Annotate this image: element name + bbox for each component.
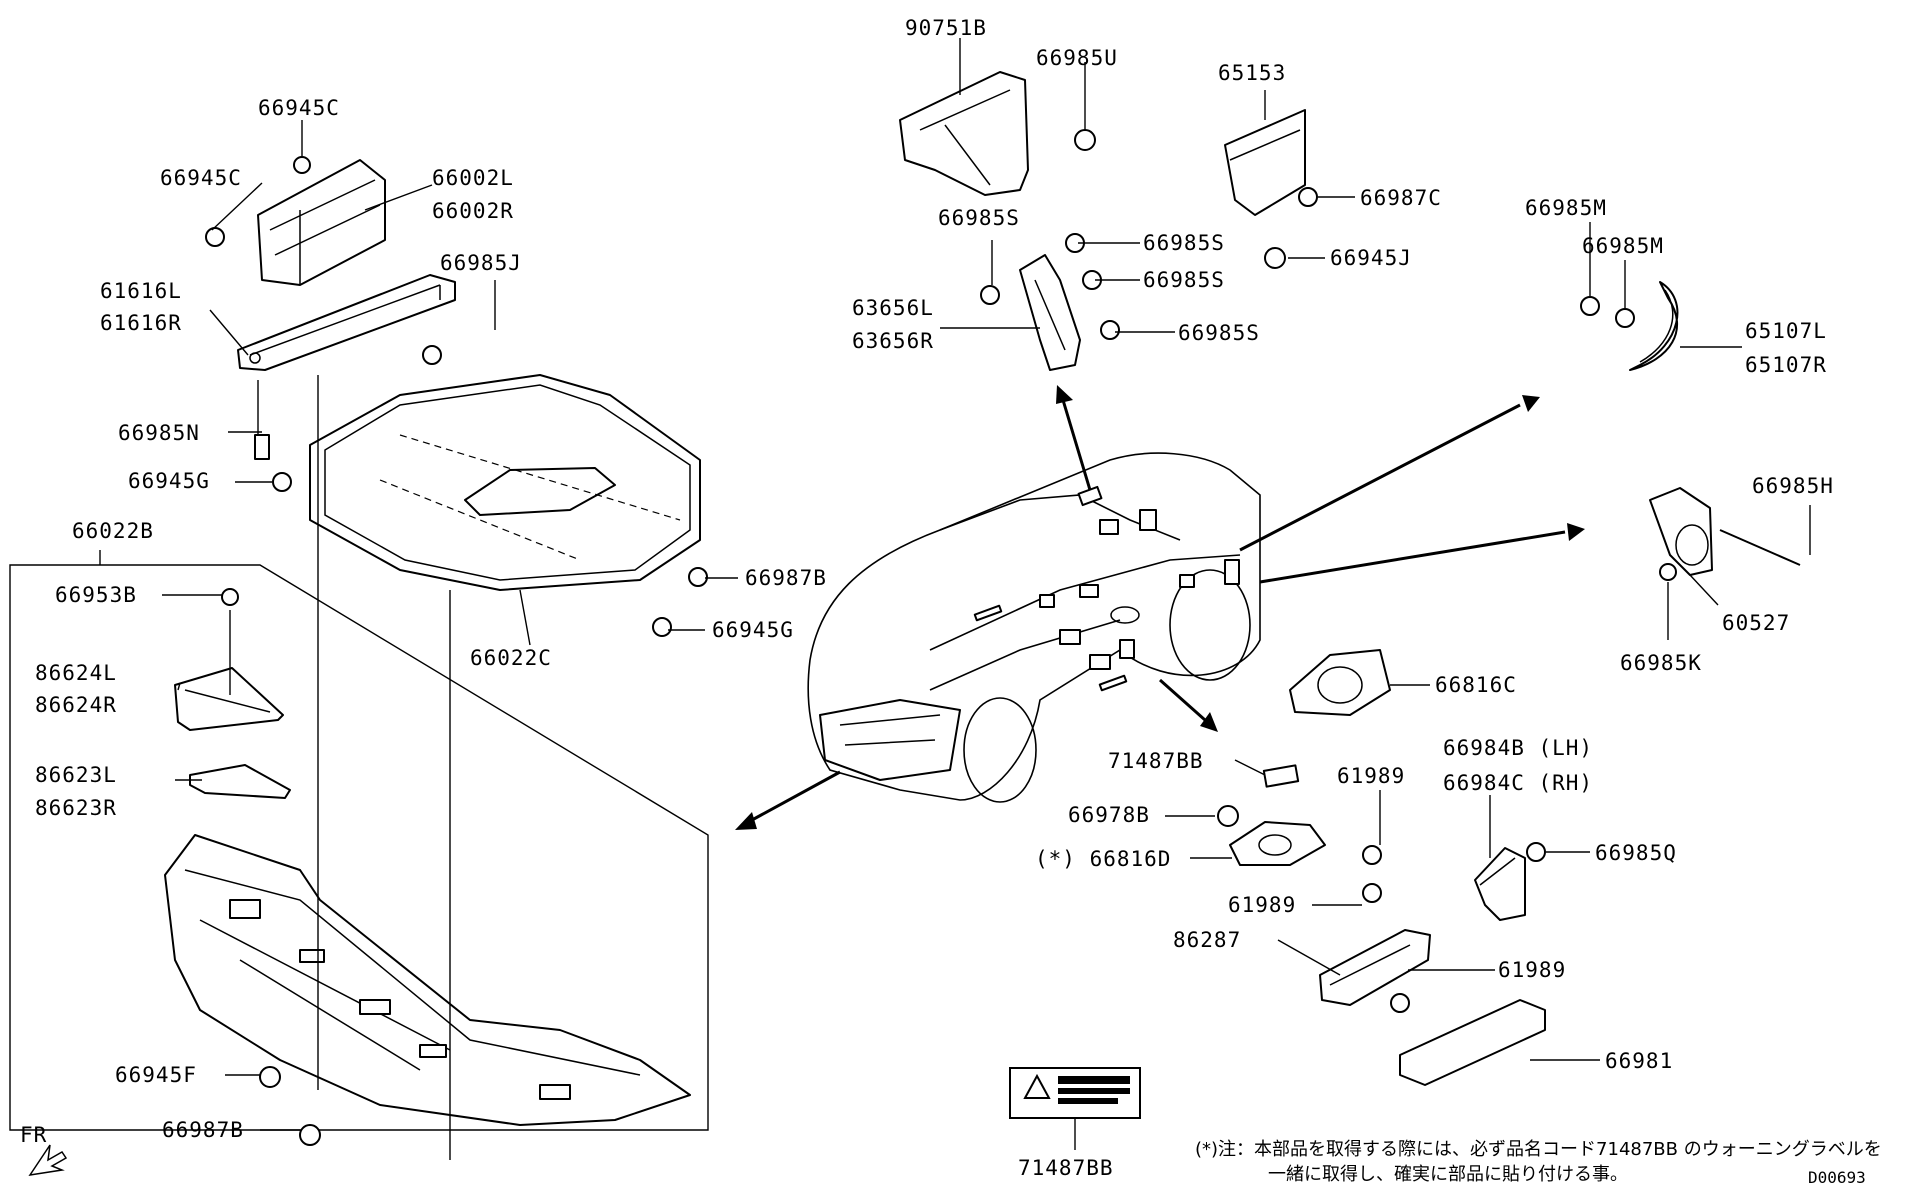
label-65107R: 65107R — [1745, 353, 1827, 377]
label-61989-a: 61989 — [1337, 764, 1405, 788]
part-undercover-large — [164, 834, 691, 1126]
leader-lines — [99, 38, 1811, 1150]
bolt-66985U — [1074, 129, 1096, 151]
label-66984C: 66984C (RH) — [1443, 771, 1593, 795]
bolt-66985M-a — [1580, 296, 1600, 316]
label-86623L: 86623L — [35, 763, 117, 787]
part-66022C-cover — [309, 374, 701, 591]
label-66987B-b: 66987B — [745, 566, 827, 590]
label-66985S-a: 66985S — [938, 206, 1020, 230]
part-86623-bracket — [189, 764, 291, 799]
label-66945G-b: 66945G — [712, 618, 794, 642]
label-66816C: 66816C — [1435, 673, 1517, 697]
label-66985M-b: 66985M — [1582, 234, 1664, 258]
label-65153: 65153 — [1218, 61, 1286, 85]
label-66022B: 66022B — [72, 519, 154, 543]
bolt-66985H — [1719, 529, 1801, 566]
label-66945C-b: 66945C — [160, 166, 242, 190]
label-63656L: 63656L — [852, 296, 934, 320]
label-61616L: 61616L — [100, 279, 182, 303]
part-66816D-insulator — [1229, 821, 1326, 866]
guide-lines-left — [257, 375, 451, 1160]
footnote-line-1: (*)注：本部品を取得する際には、必ず品名コード71487BB のウォーニングラ… — [1195, 1139, 1882, 1160]
part-66984-bracket — [1474, 847, 1526, 921]
label-66945G-a: 66945G — [128, 469, 210, 493]
footnote-line-2: 一緒に取得し、確実に部品に貼り付ける事。 — [1268, 1164, 1628, 1185]
part-60527-bracket — [1649, 487, 1713, 576]
label-86623R: 86623R — [35, 796, 117, 820]
front-direction-icon — [28, 1144, 68, 1177]
part-66002-bracket — [257, 159, 386, 286]
bolt-66985Q — [1526, 842, 1546, 862]
label-86287: 86287 — [1173, 928, 1241, 952]
bolts-66985S — [980, 233, 1120, 340]
part-86287-module — [1319, 929, 1431, 1006]
part-90751B-bracket — [899, 71, 1029, 196]
label-66953B: 66953B — [55, 583, 137, 607]
callout-arrows — [735, 385, 1585, 830]
label-66984B: 66984B (LH) — [1443, 736, 1593, 760]
label-61989-c: 61989 — [1498, 958, 1566, 982]
bolts-61989 — [1362, 845, 1410, 1013]
label-60527: 60527 — [1722, 611, 1790, 635]
diagram-code: D00693 — [1808, 1168, 1866, 1187]
frame-66022B-box — [9, 564, 709, 1131]
label-66981: 66981 — [1605, 1049, 1673, 1073]
label-66816D: (*) 66816D — [1035, 847, 1171, 871]
label-66987B-a: 66987B — [162, 1118, 244, 1142]
label-66022C: 66022C — [470, 646, 552, 670]
bolt-66985M-b — [1615, 308, 1635, 328]
label-66985M-a: 66985M — [1525, 196, 1607, 220]
label-66985S-b: 66985S — [1143, 231, 1225, 255]
fasteners-left — [205, 156, 708, 1146]
label-66987C: 66987C — [1360, 186, 1442, 210]
part-66981-block — [1399, 999, 1546, 1086]
part-65153-cover — [1224, 109, 1306, 216]
label-66002R: 66002R — [432, 199, 514, 223]
label-66945J: 66945J — [1330, 246, 1412, 270]
label-66945F: 66945F — [115, 1063, 197, 1087]
label-71487BB-small — [1262, 764, 1300, 788]
label-66002L: 66002L — [432, 166, 514, 190]
label-71487BB-b: 71487BB — [1018, 1156, 1114, 1180]
label-66985Q: 66985Q — [1595, 841, 1677, 865]
vehicle-body-outline — [807, 452, 1261, 803]
label-86624R: 86624R — [35, 693, 117, 717]
label-66985N: 66985N — [118, 421, 200, 445]
label-65107L: 65107L — [1745, 319, 1827, 343]
label-90751B: 90751B — [905, 16, 987, 40]
label-86624L: 86624L — [35, 661, 117, 685]
label-66985K: 66985K — [1620, 651, 1702, 675]
part-86624-bracket — [174, 667, 284, 731]
part-65107-wheelhouse — [1629, 281, 1679, 371]
label-66985H: 66985H — [1752, 474, 1834, 498]
warning-label-71487BB — [1009, 1067, 1141, 1119]
part-63656-bracket — [1019, 254, 1081, 371]
label-61989-b: 61989 — [1228, 893, 1296, 917]
label-66985U: 66985U — [1036, 46, 1118, 70]
label-61616R: 61616R — [100, 311, 182, 335]
part-number-labels: 90751B 66985U 65153 66945C 66945C 66002L… — [20, 16, 1834, 1180]
label-FR: FR — [20, 1123, 47, 1147]
part-66816C-insulator — [1289, 649, 1391, 716]
label-71487BB-a: 71487BB — [1108, 749, 1204, 773]
nut-66978B — [1217, 805, 1239, 827]
bolt-66987C — [1298, 187, 1318, 207]
part-61616-member — [237, 274, 456, 371]
label-66978B: 66978B — [1068, 803, 1150, 827]
label-66985S-d: 66985S — [1178, 321, 1260, 345]
clip-66945J — [1264, 247, 1286, 269]
label-66985J: 66985J — [440, 251, 522, 275]
footnote: (*)注：本部品を取得する際には、必ず品名コード71487BB のウォーニングラ… — [1195, 1139, 1882, 1185]
label-66945C-a: 66945C — [258, 96, 340, 120]
warning-triangle-icon — [1023, 1073, 1051, 1099]
label-63656R: 63656R — [852, 329, 934, 353]
bolt-66985K — [1659, 563, 1677, 581]
label-66985S-c: 66985S — [1143, 268, 1225, 292]
